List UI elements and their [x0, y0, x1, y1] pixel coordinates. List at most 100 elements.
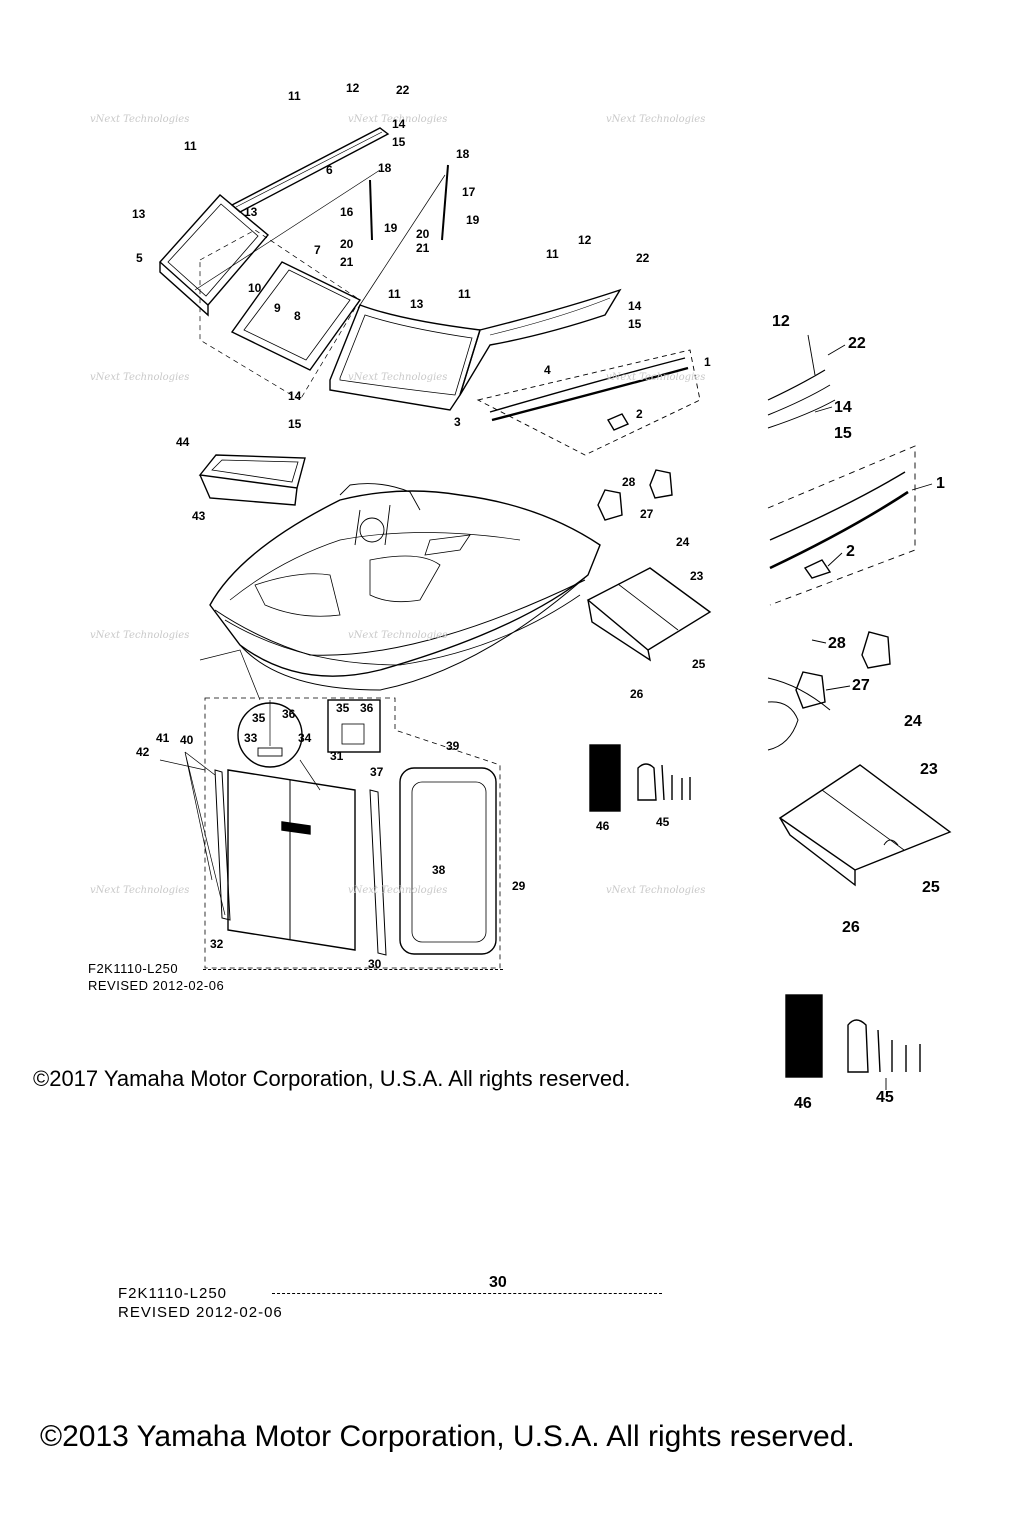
callout-29: 29 — [512, 879, 526, 893]
watermark-10: vNext Technologies — [348, 885, 447, 896]
zoom-tool-kit — [847, 1019, 921, 1073]
zoom-hull-edge — [767, 677, 831, 751]
callout-28: 28 — [622, 475, 636, 489]
trim-rail-box — [476, 349, 701, 456]
callout-25: 25 — [692, 657, 706, 671]
callout-11: 11 — [184, 139, 197, 153]
drawing-code-small: F2K1110-L250 — [88, 961, 179, 976]
zoom-swim-platform — [778, 764, 952, 887]
callout-30: 30 — [368, 957, 382, 971]
callout-14: 14 — [288, 389, 302, 403]
door-panel — [227, 769, 356, 951]
callout-44: 44 — [176, 435, 190, 449]
callout-6: 6 — [326, 163, 333, 177]
callout-45: 45 — [656, 815, 670, 829]
zoom-callout-46: 46 — [794, 1095, 812, 1112]
callout-21: 21 — [416, 241, 430, 255]
boat-hull — [209, 483, 601, 691]
callout-43: 43 — [192, 509, 206, 523]
windshield-left-panel — [159, 194, 269, 317]
callout-3: 3 — [454, 415, 461, 429]
callout-9: 9 — [274, 301, 281, 315]
zoom-callout-25: 25 — [922, 879, 940, 896]
watermark-5: vNext Technologies — [348, 372, 447, 383]
callout-40: 40 — [180, 733, 194, 747]
callout-12: 12 — [578, 233, 592, 247]
watermark-9: vNext Technologies — [90, 885, 189, 896]
zoom-callout-15: 15 — [834, 425, 852, 442]
callout-17: 17 — [462, 185, 476, 199]
callout-13: 13 — [244, 205, 258, 219]
zoom-callout-22: 22 — [848, 335, 866, 352]
callout-4: 4 — [544, 363, 551, 377]
callout-33: 33 — [244, 731, 258, 745]
drawing-code-dashline — [203, 969, 503, 970]
detail-circle — [237, 700, 303, 768]
hatch-frame — [230, 261, 362, 371]
callout-11: 11 — [458, 287, 471, 301]
lid-frame — [399, 767, 497, 955]
watermark-6: vNext Technologies — [606, 372, 705, 383]
zoom-callout-24: 24 — [904, 713, 922, 730]
callout-18: 18 — [378, 161, 392, 175]
callout-12: 12 — [346, 81, 360, 95]
zoom-decal-sheet — [785, 994, 823, 1078]
callout-46: 46 — [596, 819, 610, 833]
revised-date-large: REVISED 2012-02-06 — [118, 1304, 283, 1321]
callout-15: 15 — [392, 135, 406, 149]
zoom-callout-12: 12 — [772, 313, 790, 330]
callout-26: 26 — [630, 687, 644, 701]
callout-15: 15 — [628, 317, 642, 331]
copyright-large: ©2013 Yamaha Motor Corporation, U.S.A. A… — [40, 1420, 855, 1453]
zoom-callout-26: 26 — [842, 919, 860, 936]
callout-21: 21 — [340, 255, 354, 269]
zoom-callout-1: 1 — [936, 475, 945, 492]
callout-2: 2 — [636, 407, 643, 421]
callout-34: 34 — [298, 731, 312, 745]
watermark-3: vNext Technologies — [606, 114, 705, 125]
callout-20: 20 — [416, 227, 430, 241]
callout-19: 19 — [466, 213, 480, 227]
callout-37: 37 — [370, 765, 384, 779]
callout-16: 16 — [340, 205, 354, 219]
zoom-callout-28: 28 — [828, 635, 846, 652]
callout-7: 7 — [314, 243, 321, 257]
copyright-small: ©2017 Yamaha Motor Corporation, U.S.A. A… — [33, 1066, 631, 1091]
drawing-code-dashline-large — [272, 1293, 662, 1294]
callout-18: 18 — [456, 147, 470, 161]
watermark-11: vNext Technologies — [606, 885, 705, 896]
callout-13: 13 — [132, 207, 146, 221]
callout-30-large: 30 — [489, 1274, 507, 1291]
callout-35: 35 — [336, 701, 350, 715]
zoom-trim-corner — [767, 369, 836, 429]
callout-35: 35 — [252, 711, 266, 725]
watermark-4: vNext Technologies — [90, 372, 189, 383]
cleats — [597, 469, 673, 521]
callout-14: 14 — [392, 117, 406, 131]
decal-sheet — [589, 744, 621, 812]
zoom-callout-23: 23 — [920, 761, 938, 778]
callout-10: 10 — [248, 281, 262, 295]
zoom-callout-14: 14 — [834, 399, 852, 416]
watermark-7: vNext Technologies — [90, 630, 189, 641]
storage-bin — [198, 454, 306, 506]
watermark-1: vNext Technologies — [90, 114, 189, 125]
zoom-cleats — [795, 631, 891, 709]
callout-11: 11 — [388, 287, 401, 301]
callout-27: 27 — [640, 507, 654, 521]
drawing-code-large: F2K1110-L250 — [118, 1285, 228, 1302]
callout-11: 11 — [288, 89, 301, 103]
callout-23: 23 — [690, 569, 704, 583]
swim-platform — [586, 567, 712, 662]
callout-22: 22 — [396, 83, 410, 97]
tool-kit — [637, 763, 691, 801]
callout-19: 19 — [384, 221, 398, 235]
callout-41: 41 — [156, 731, 170, 745]
callout-14: 14 — [628, 299, 642, 313]
zoom-callout-45: 45 — [876, 1089, 894, 1106]
callout-39: 39 — [446, 739, 460, 753]
callout-42: 42 — [136, 745, 150, 759]
windshield-center — [329, 304, 481, 411]
detail-square — [327, 699, 381, 753]
zoom-trim-rail-box — [767, 445, 916, 606]
